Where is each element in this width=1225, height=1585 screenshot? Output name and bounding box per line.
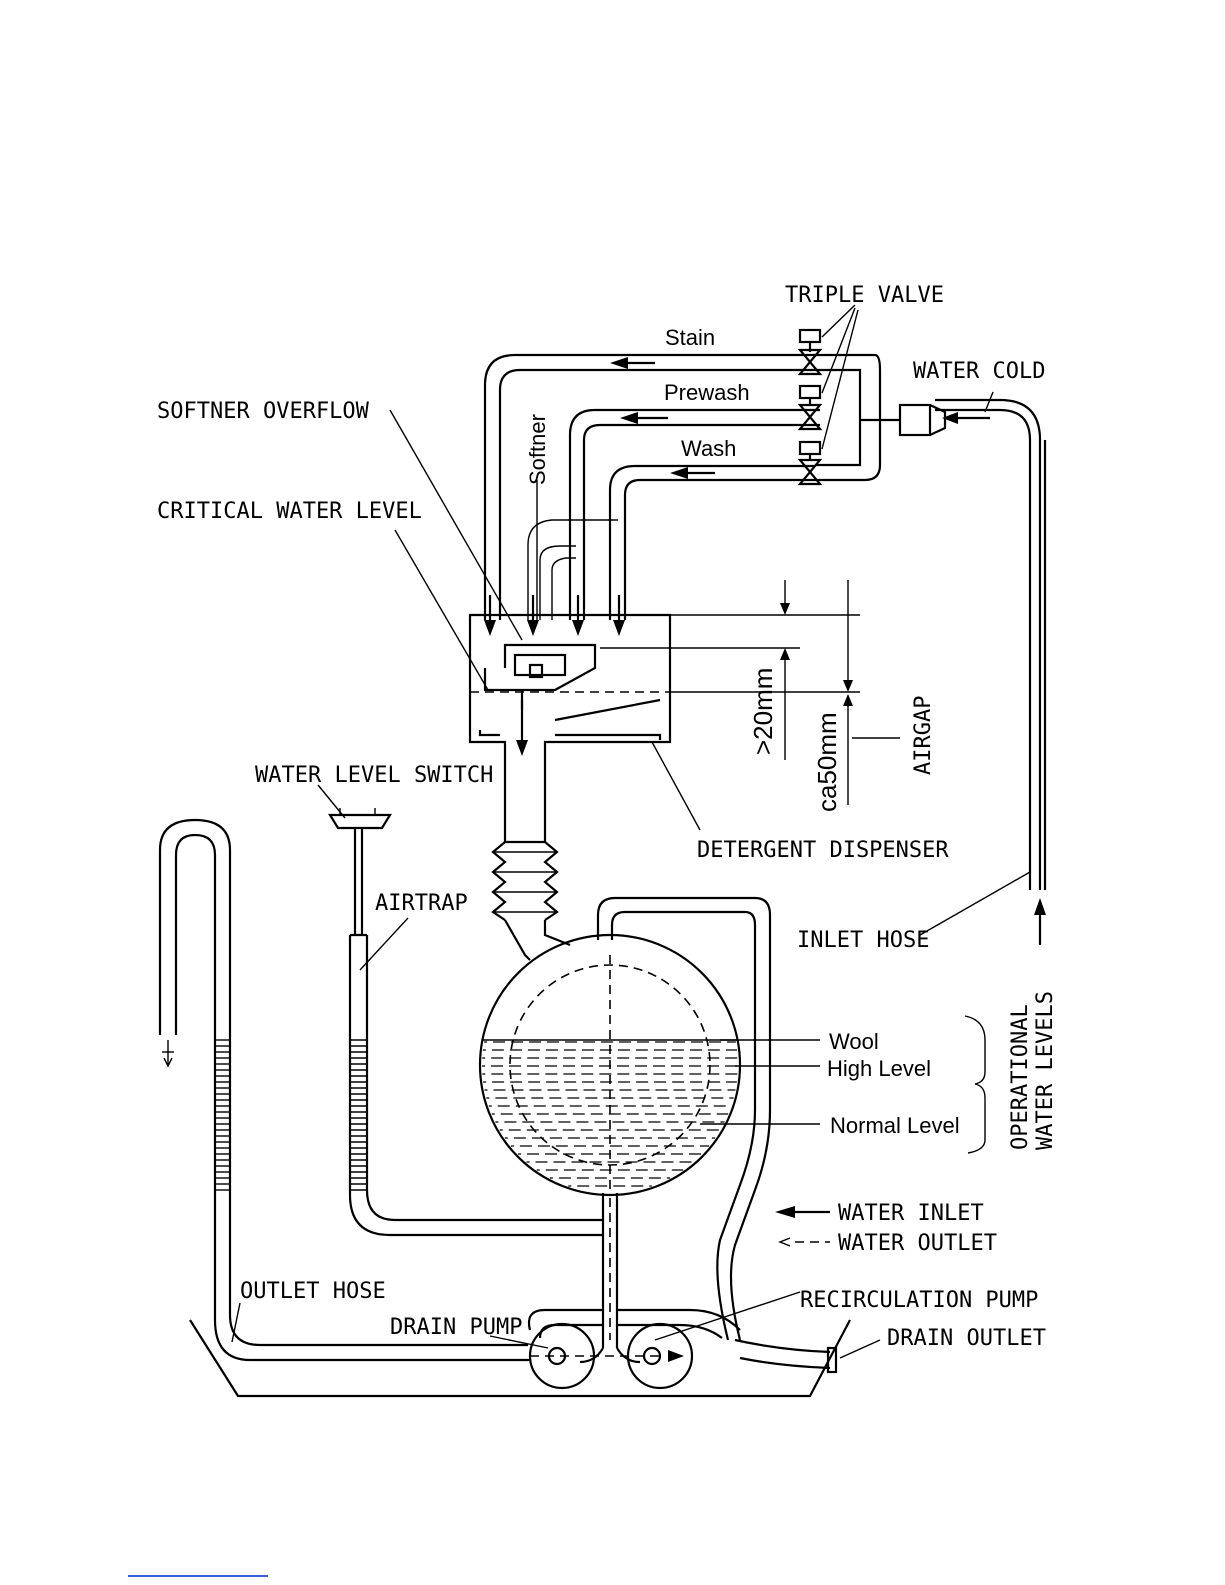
high-level-label: High Level [827,1056,931,1081]
detergent-dispenser-label: DETERGENT DISPENSER [697,838,949,863]
drain-pump-label: DRAIN PUMP [390,1315,522,1340]
water-level-switch [328,808,392,935]
wash-label: Wash [681,436,736,461]
water-cold-connector [860,403,947,437]
tub [478,933,742,1197]
critical-water-level-label: CRITICAL WATER LEVEL [157,499,422,524]
airgap-dimensions [600,580,900,805]
recirculation-pump-label: RECIRCULATION PUMP [800,1288,1038,1313]
airtrap-water [350,1039,367,1191]
legend-water-outlet-label: WATER OUTLET [838,1231,997,1256]
detergent-dispenser [468,595,672,844]
operational-label-line2: WATER LEVELS [1033,991,1058,1150]
prewash-label: Prewash [664,380,750,405]
gt20mm-label: >20mm [748,668,778,755]
footer-rule [128,1575,268,1577]
normal-level-label: Normal Level [830,1113,960,1138]
softner-overflow-label: SOFTNER OVERFLOW [157,399,370,424]
stain-label: Stain [665,325,715,350]
airtrap-label: AIRTRAP [375,891,468,916]
inlet-hose-label: INLET HOSE [797,928,929,953]
wool-label: Wool [829,1029,879,1054]
water-level-switch-label: WATER LEVEL SWITCH [255,763,493,788]
water-cold-label: WATER COLD [913,359,1045,384]
legend-water-inlet-label: WATER INLET [838,1201,984,1226]
outlet-hose-water [215,1039,230,1191]
airtrap [348,933,603,1237]
recirculation-loop [596,896,772,1341]
outlet-hose-label: OUTLET HOSE [240,1279,386,1304]
drain-pump [527,1308,603,1390]
softner-label: Softner [525,414,550,485]
drain-outlet-hose [734,1338,838,1374]
airgap-label: AIRGAP [911,696,936,775]
drain-outlet-label: DRAIN OUTLET [887,1326,1046,1351]
tub-water [482,1039,738,1187]
triple-valve-label: TRIPLE VALVE [785,283,944,308]
valve-wash [797,440,823,486]
bellows [491,841,571,961]
machine-base [189,1319,851,1398]
operational-label-line1: OPERATIONAL [1008,1004,1033,1150]
outlet-hose-end-arrow [162,1051,174,1068]
triple-valve-pipes [483,353,882,620]
tub-drain-pipe [601,1193,619,1348]
leader-lines [231,391,1031,1359]
triple-valve-leaders [821,304,859,450]
legend-arrows [775,1206,830,1247]
valve-stain [797,328,823,376]
inlet-hose [935,398,1047,945]
recirculation-pump [530,1308,741,1390]
ca50mm-label: ca50mm [812,712,842,812]
valve-prewash [797,384,823,431]
